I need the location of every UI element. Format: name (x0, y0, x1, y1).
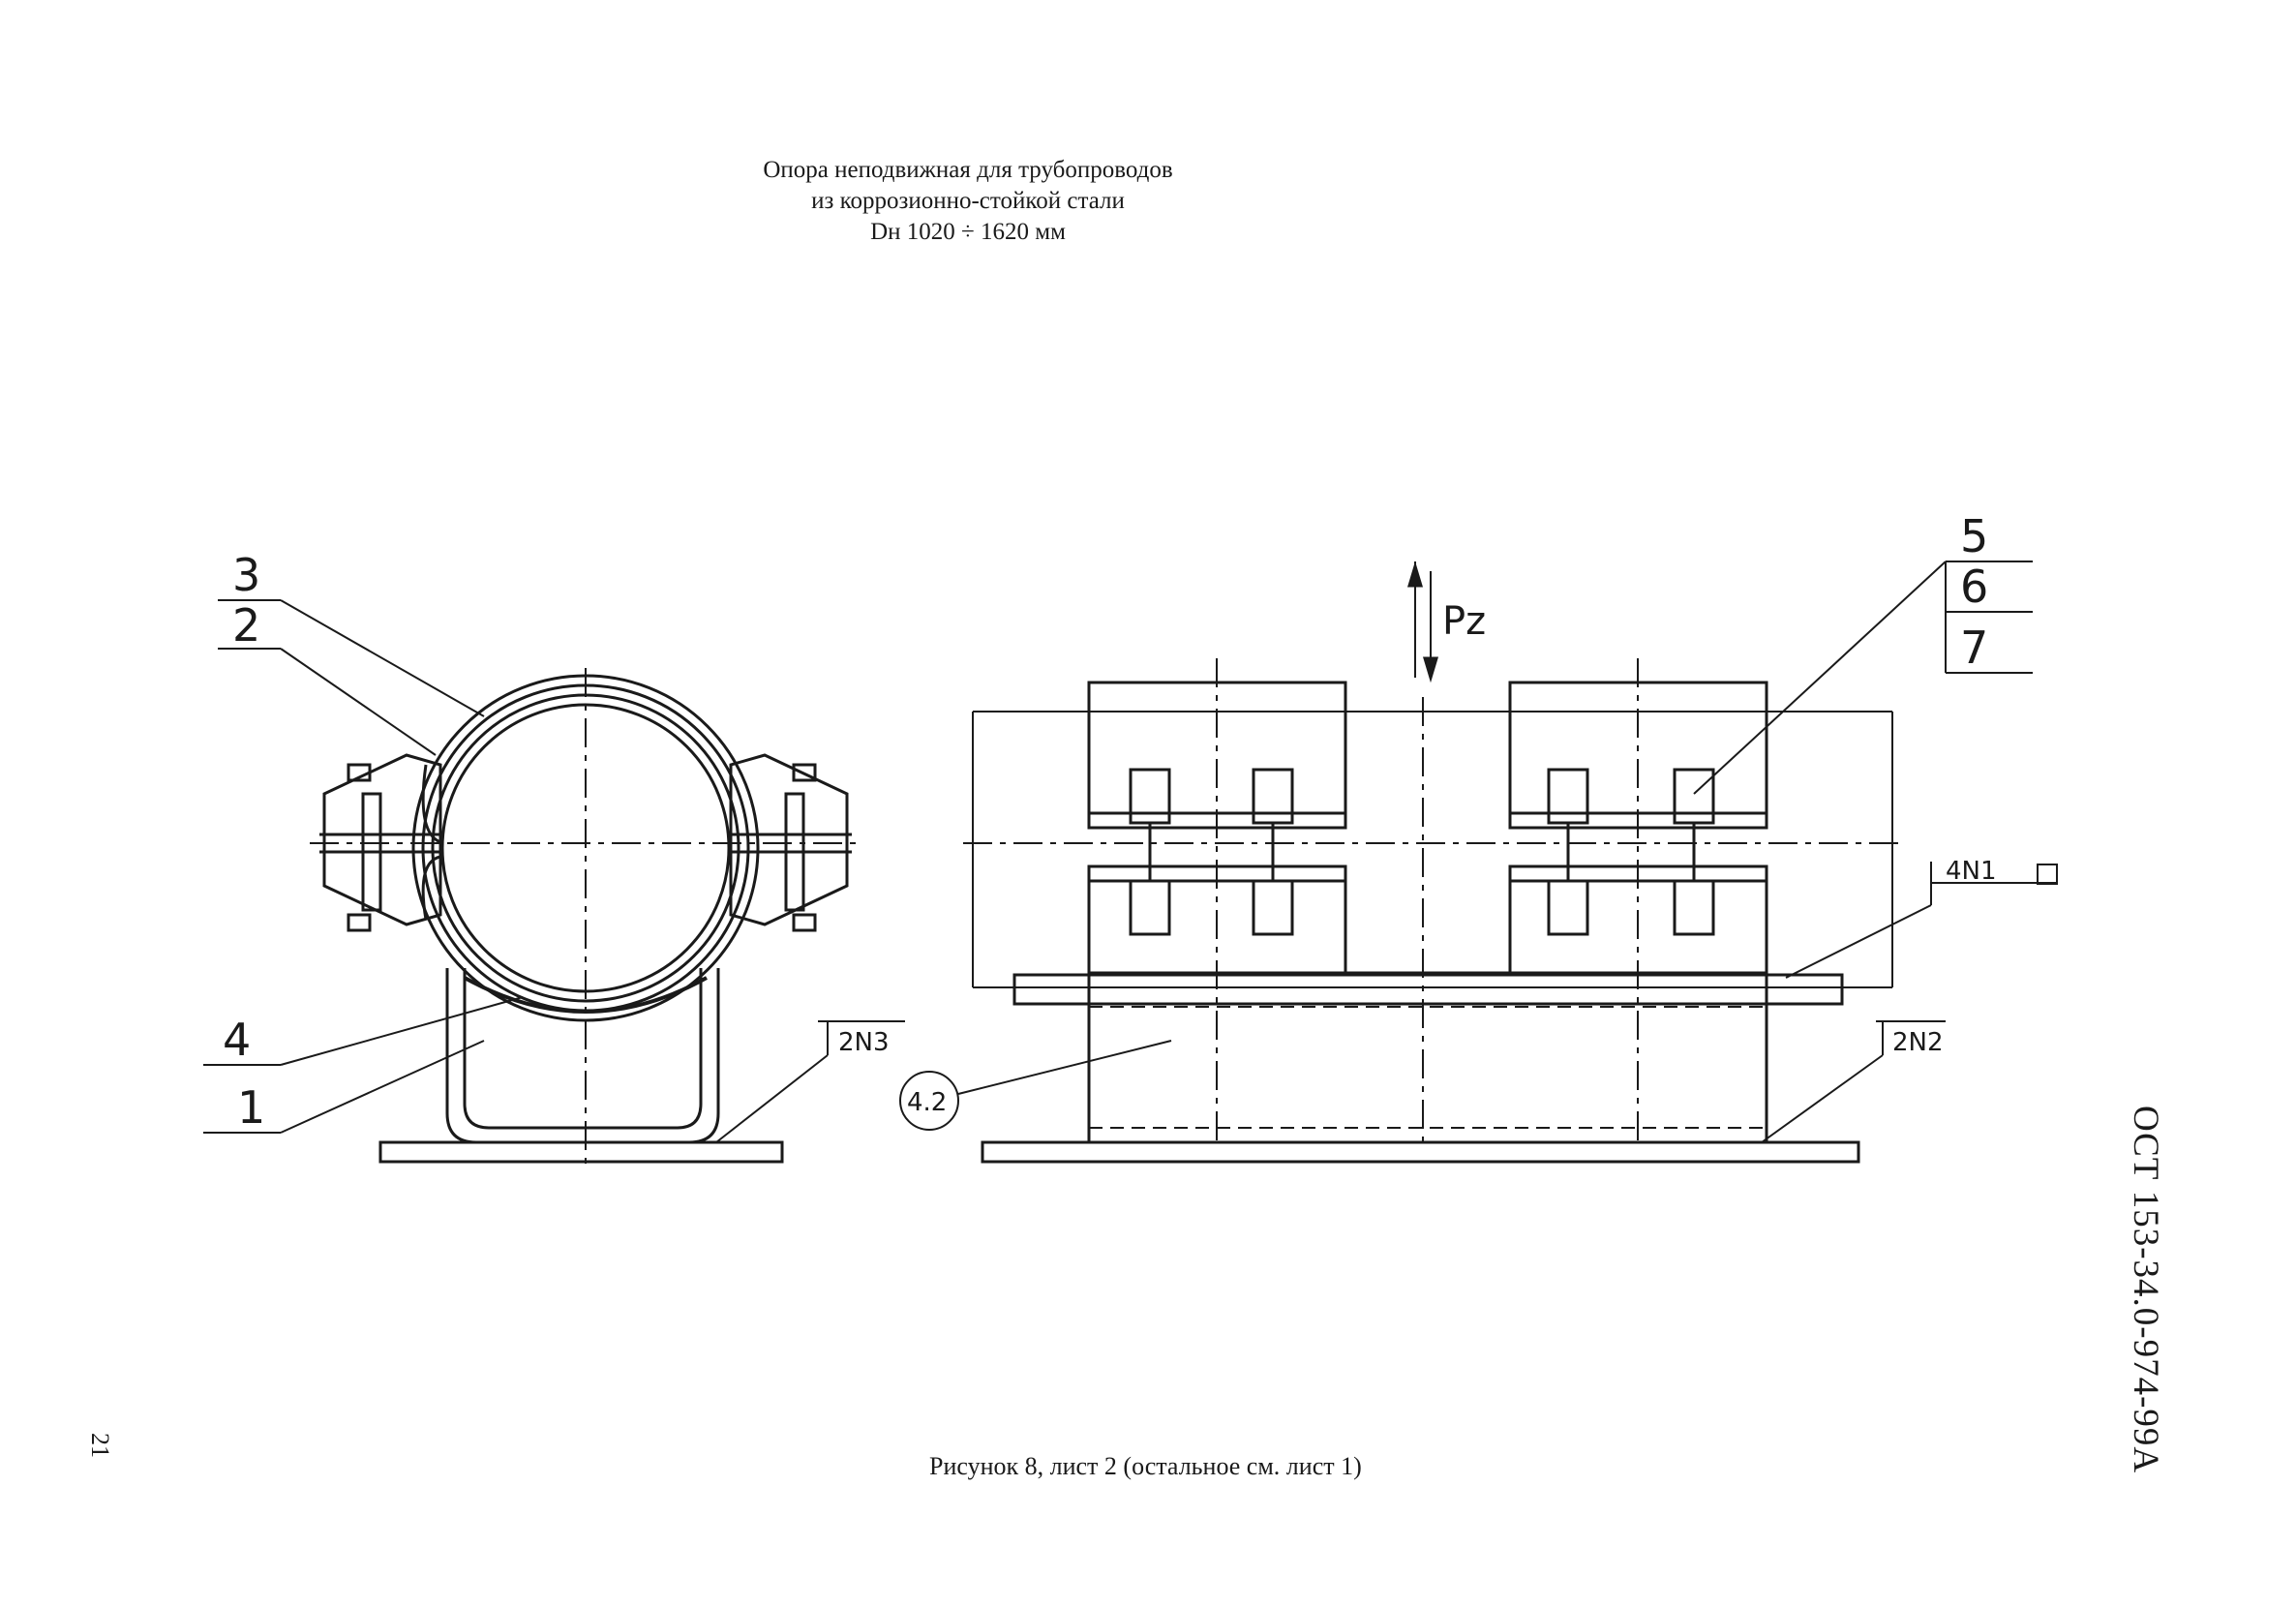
document-code: ОСТ 153-34.0-974-99А (2126, 1106, 2165, 1474)
front-bolt-top-right (792, 763, 817, 782)
front-bolt-bottom-left (347, 913, 372, 932)
drawing-title: Опора неподвижная для трубопроводов из к… (0, 155, 1936, 248)
label-part-6: 6 (1960, 561, 1988, 613)
side-bottom-rib (1012, 973, 1844, 1006)
left-clamp-strap (421, 764, 441, 921)
title-line-3: Dн 1020 ÷ 1620 мм (870, 219, 1066, 245)
front-channel-inner (463, 968, 703, 1130)
label-part-2: 2 (232, 599, 260, 652)
label-part-4: 4 (223, 1014, 251, 1066)
side-view: Pz 5 6 7 4N1 2N2 4.2 (899, 510, 2058, 1164)
label-part-1: 1 (237, 1081, 265, 1134)
front-bolt-top-left (347, 763, 372, 782)
side-pipe-outline (972, 711, 1893, 988)
label-weld-2N3: 2N3 (838, 1028, 890, 1057)
label-weld-4N1: 4N1 (1946, 857, 1997, 886)
detail-callout-circle (899, 1071, 959, 1131)
right-clamp-ear (729, 753, 849, 926)
label-load-pz: Pz (1442, 599, 1486, 644)
label-part-5: 5 (1960, 510, 1988, 562)
title-line-1: Опора неподвижная для трубопроводов (763, 157, 1173, 183)
side-base-plate (981, 1140, 1860, 1164)
left-clamp-ear (322, 753, 442, 926)
front-bolt-bottom-right (792, 913, 817, 932)
label-part-7: 7 (1960, 622, 1988, 674)
label-weld-2N2: 2N2 (1892, 1028, 1944, 1057)
label-detail-4-2: 4.2 (907, 1088, 947, 1117)
title-line-2: из коррозионно-стойкой стали (811, 188, 1125, 214)
label-part-3: 3 (232, 549, 260, 601)
page-number: 21 (86, 1433, 114, 1458)
front-base-plate (378, 1140, 784, 1164)
front-view: 3 2 4 1 2N3 (203, 549, 905, 1167)
clamp-block-left-upper (1087, 681, 1347, 830)
side-bolts (1129, 768, 1715, 936)
front-channel-support (445, 968, 720, 1144)
figure-caption: Рисунок 8, лист 2 (остальное см. лист 1) (929, 1452, 1362, 1480)
side-support-body (1087, 971, 1768, 1144)
